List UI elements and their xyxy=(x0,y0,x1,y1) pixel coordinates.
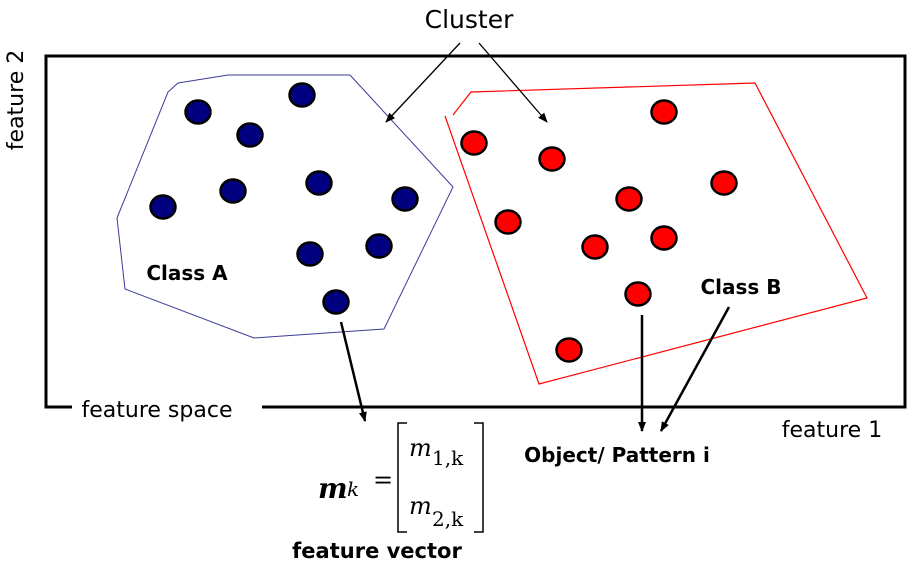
object-arrow-class xyxy=(659,306,731,432)
class-a-point xyxy=(296,241,324,267)
object-pattern-label: Object/ Pattern i xyxy=(524,443,710,467)
left-bracket xyxy=(397,422,407,533)
class-b-point xyxy=(538,146,566,172)
class-a-point xyxy=(288,82,316,108)
feature-vector-label: feature vector xyxy=(292,539,462,563)
class-b-cluster-boundary xyxy=(444,82,868,385)
class-a-point xyxy=(236,122,264,148)
class-a-cluster-boundary xyxy=(116,74,454,339)
cluster-arrow-a xyxy=(385,42,461,123)
class-b-point xyxy=(581,234,609,260)
equation-lhs-symbol: m xyxy=(318,472,348,505)
class-b-points xyxy=(460,99,738,363)
equation-equals: = xyxy=(373,466,393,494)
class-a-point xyxy=(365,233,393,259)
class-a-point xyxy=(391,186,419,212)
class-b-point xyxy=(650,99,678,125)
class-a-point xyxy=(322,289,350,315)
feature-1-axis-label: feature 1 xyxy=(782,418,882,443)
class-b-point xyxy=(650,225,678,251)
feature-space-label: feature space xyxy=(82,398,233,423)
equation-lhs-subscript: k xyxy=(347,477,359,501)
feature-space-frame xyxy=(44,54,907,409)
class-b-label: Class B xyxy=(700,275,781,299)
equation-row2-subscript: 2,k xyxy=(432,507,464,531)
cluster-label: Cluster xyxy=(425,5,514,34)
equation-row1-subscript: 1,k xyxy=(432,446,464,470)
feature-vector-arrow xyxy=(339,321,367,422)
class-a-point xyxy=(305,170,333,196)
class-a-point xyxy=(184,99,212,125)
class-b-point xyxy=(555,337,583,363)
feature-2-axis-label: feature 2 xyxy=(4,50,29,150)
class-b-point xyxy=(460,130,488,156)
cluster-arrow-b xyxy=(478,42,548,123)
class-a-points xyxy=(149,82,419,315)
right-bracket xyxy=(474,422,484,533)
class-b-point xyxy=(615,186,643,212)
class-a-point xyxy=(149,194,177,220)
feature-vector-equation: m k = m 1,k m 2,k xyxy=(318,422,484,533)
equation-row1-symbol: m xyxy=(409,434,432,462)
class-b-point xyxy=(710,170,738,196)
class-b-point xyxy=(624,281,652,307)
equation-row2-symbol: m xyxy=(409,492,432,520)
class-b-point xyxy=(494,209,522,235)
class-a-point xyxy=(219,178,247,204)
class-a-label: Class A xyxy=(146,261,228,285)
